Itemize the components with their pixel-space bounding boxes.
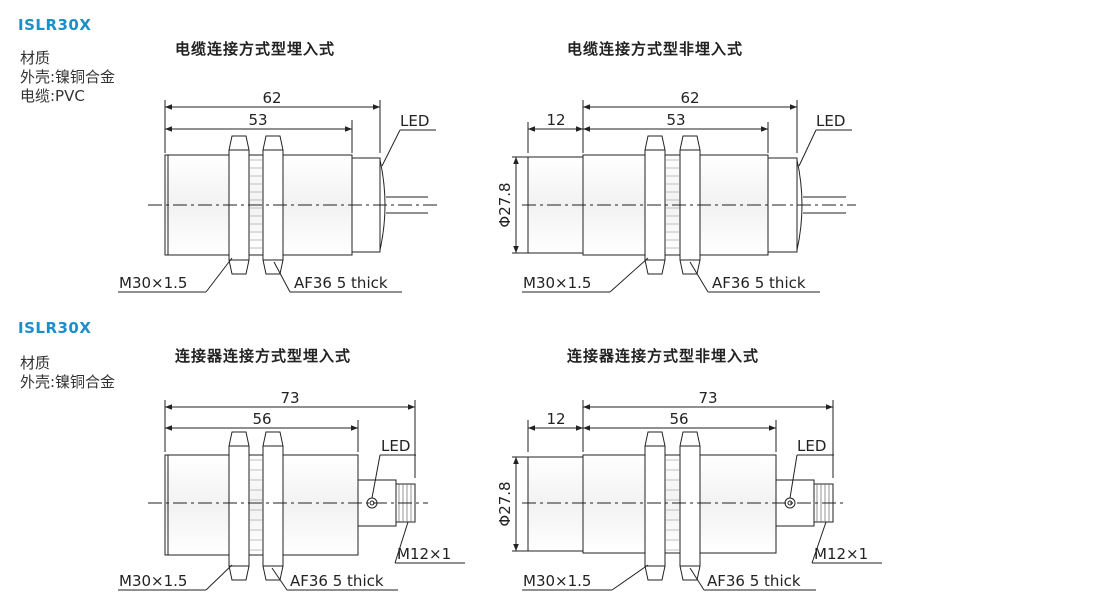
dim-body: 56 bbox=[252, 410, 271, 428]
dim-total: 62 bbox=[262, 89, 281, 107]
led-label: LED bbox=[816, 112, 845, 130]
led-label: LED bbox=[400, 112, 429, 130]
led-label: LED bbox=[797, 437, 826, 455]
dim-diameter: Φ27.8 bbox=[496, 481, 514, 526]
diagram-title: 电缆连接方式型埋入式 bbox=[175, 40, 336, 58]
material-line: 电缆:PVC bbox=[20, 87, 85, 105]
dim-total: 73 bbox=[280, 389, 299, 407]
material-line: 外壳:镍铜合金 bbox=[20, 68, 116, 86]
thread-label: M30×1.5 bbox=[523, 572, 591, 590]
material-info-2: 材质 外壳:镍铜合金 bbox=[20, 354, 115, 392]
diagram-title: 电缆连接方式型非埋入式 bbox=[567, 40, 744, 58]
led-label: LED bbox=[381, 437, 410, 455]
drawing-connector-flush bbox=[118, 400, 465, 591]
dim-total: 73 bbox=[698, 389, 717, 407]
nut-label: AF36 5 thick bbox=[712, 274, 806, 292]
diagram-title: 连接器连接方式型非埋入式 bbox=[567, 347, 760, 365]
thread-label: M30×1.5 bbox=[523, 274, 591, 292]
material-info-1: 材质 外壳:镍铜合金 电缆:PVC bbox=[20, 49, 115, 106]
model-label-1: ISLR30X bbox=[18, 16, 92, 34]
thread-label: M30×1.5 bbox=[119, 274, 187, 292]
dim-diameter: Φ27.8 bbox=[496, 182, 514, 227]
dim-front: 12 bbox=[546, 410, 565, 428]
dim-front: 12 bbox=[546, 111, 565, 129]
model-label-2: ISLR30X bbox=[18, 319, 92, 337]
drawing-connector-nonflush bbox=[512, 400, 882, 591]
dim-body: 53 bbox=[248, 111, 267, 129]
dim-body: 53 bbox=[666, 111, 685, 129]
material-line: 外壳:镍铜合金 bbox=[20, 373, 116, 391]
thread-label: M30×1.5 bbox=[119, 572, 187, 590]
connector-label: M12×1 bbox=[397, 545, 451, 563]
drawing-cable-nonflush bbox=[512, 100, 856, 293]
drawing-cable-flush bbox=[118, 100, 440, 293]
diagram-title: 连接器连接方式型埋入式 bbox=[175, 347, 352, 365]
dim-total: 62 bbox=[680, 89, 699, 107]
nut-label: AF36 5 thick bbox=[290, 572, 384, 590]
nut-label: AF36 5 thick bbox=[707, 572, 801, 590]
dim-body: 56 bbox=[669, 410, 688, 428]
material-line: 材质 bbox=[20, 49, 51, 67]
connector-label: M12×1 bbox=[814, 545, 868, 563]
nut-label: AF36 5 thick bbox=[294, 274, 388, 292]
material-line: 材质 bbox=[20, 354, 51, 372]
